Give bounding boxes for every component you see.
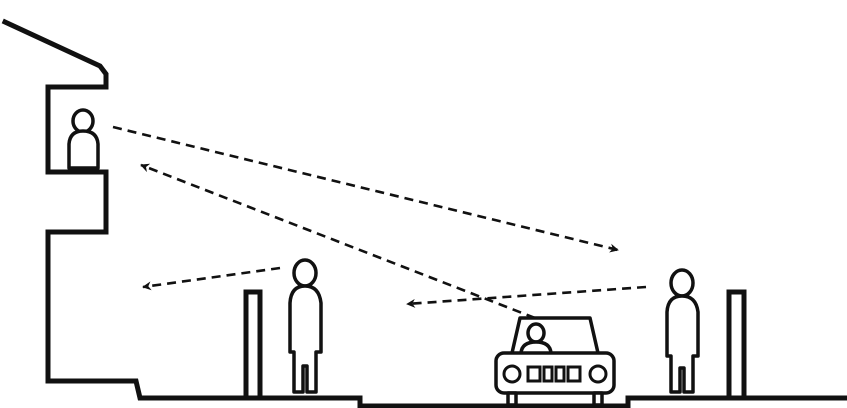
sightline-balcony-to-far-pedestrian — [112, 125, 619, 253]
pedestrian-on-sidewalk — [288, 258, 323, 394]
person-on-balcony — [67, 108, 100, 170]
house-with-balcony — [1, 18, 847, 408]
sightline-car-to-balcony — [140, 163, 536, 320]
sightline-far-pedestrian-to-car — [406, 285, 647, 308]
car-with-driver — [494, 316, 616, 407]
sightline-pedestrian-to-house — [142, 266, 281, 291]
sightlines — [112, 125, 647, 320]
far-fence — [726, 289, 747, 400]
front-fence — [243, 289, 263, 398]
pedestrian-far-side — [665, 268, 700, 394]
